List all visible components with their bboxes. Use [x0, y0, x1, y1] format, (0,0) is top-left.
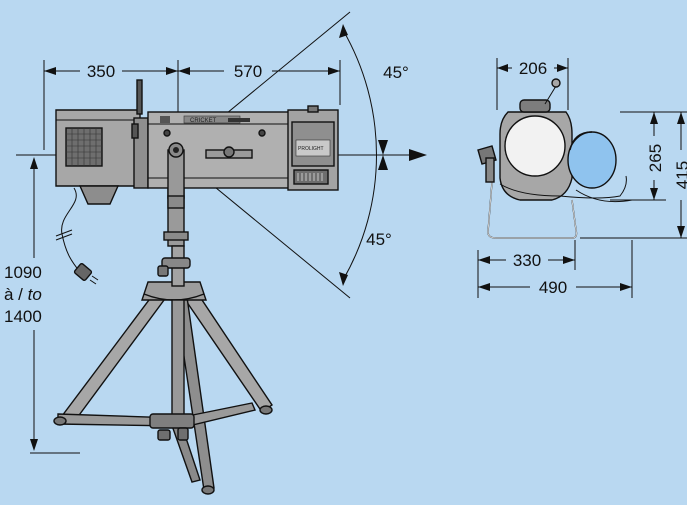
dimension-front-top: 206	[519, 59, 547, 78]
spotlight-body: CRICKET PROLIGHT	[55, 79, 339, 209]
height-dimension-line	[30, 154, 80, 454]
tilt-angle-down: 45°	[366, 230, 392, 249]
front-height-dimension-lines	[580, 111, 687, 239]
dimension-front-base-inner: 330	[513, 251, 541, 270]
top-dimension-lines	[43, 60, 341, 150]
device-label: PROLIGHT	[298, 146, 324, 152]
dimension-front-inner-height: 265	[646, 144, 665, 172]
side-view: 350 570 45° 45° 1090 à / to 1400	[4, 11, 427, 495]
dimension-side-right: 570	[234, 62, 262, 81]
tilt-angle-up: 45°	[383, 63, 409, 82]
dimension-front-total-height: 415	[673, 161, 687, 189]
front-base-dimension-lines	[477, 240, 633, 298]
height-range-connector: à / to	[4, 285, 42, 304]
front-top-dimension-lines	[496, 58, 569, 110]
height-range-max: 1400	[4, 307, 42, 326]
spotlight-front-drawing	[477, 78, 633, 239]
power-cable	[55, 187, 99, 285]
height-range-min: 1090	[4, 263, 42, 282]
dimension-front-base-total: 490	[539, 278, 567, 297]
tripod-stand	[53, 157, 273, 495]
dimension-side-left: 350	[87, 62, 115, 81]
front-view: 206 265 415	[477, 58, 687, 298]
brand-label: CRICKET	[190, 118, 217, 124]
